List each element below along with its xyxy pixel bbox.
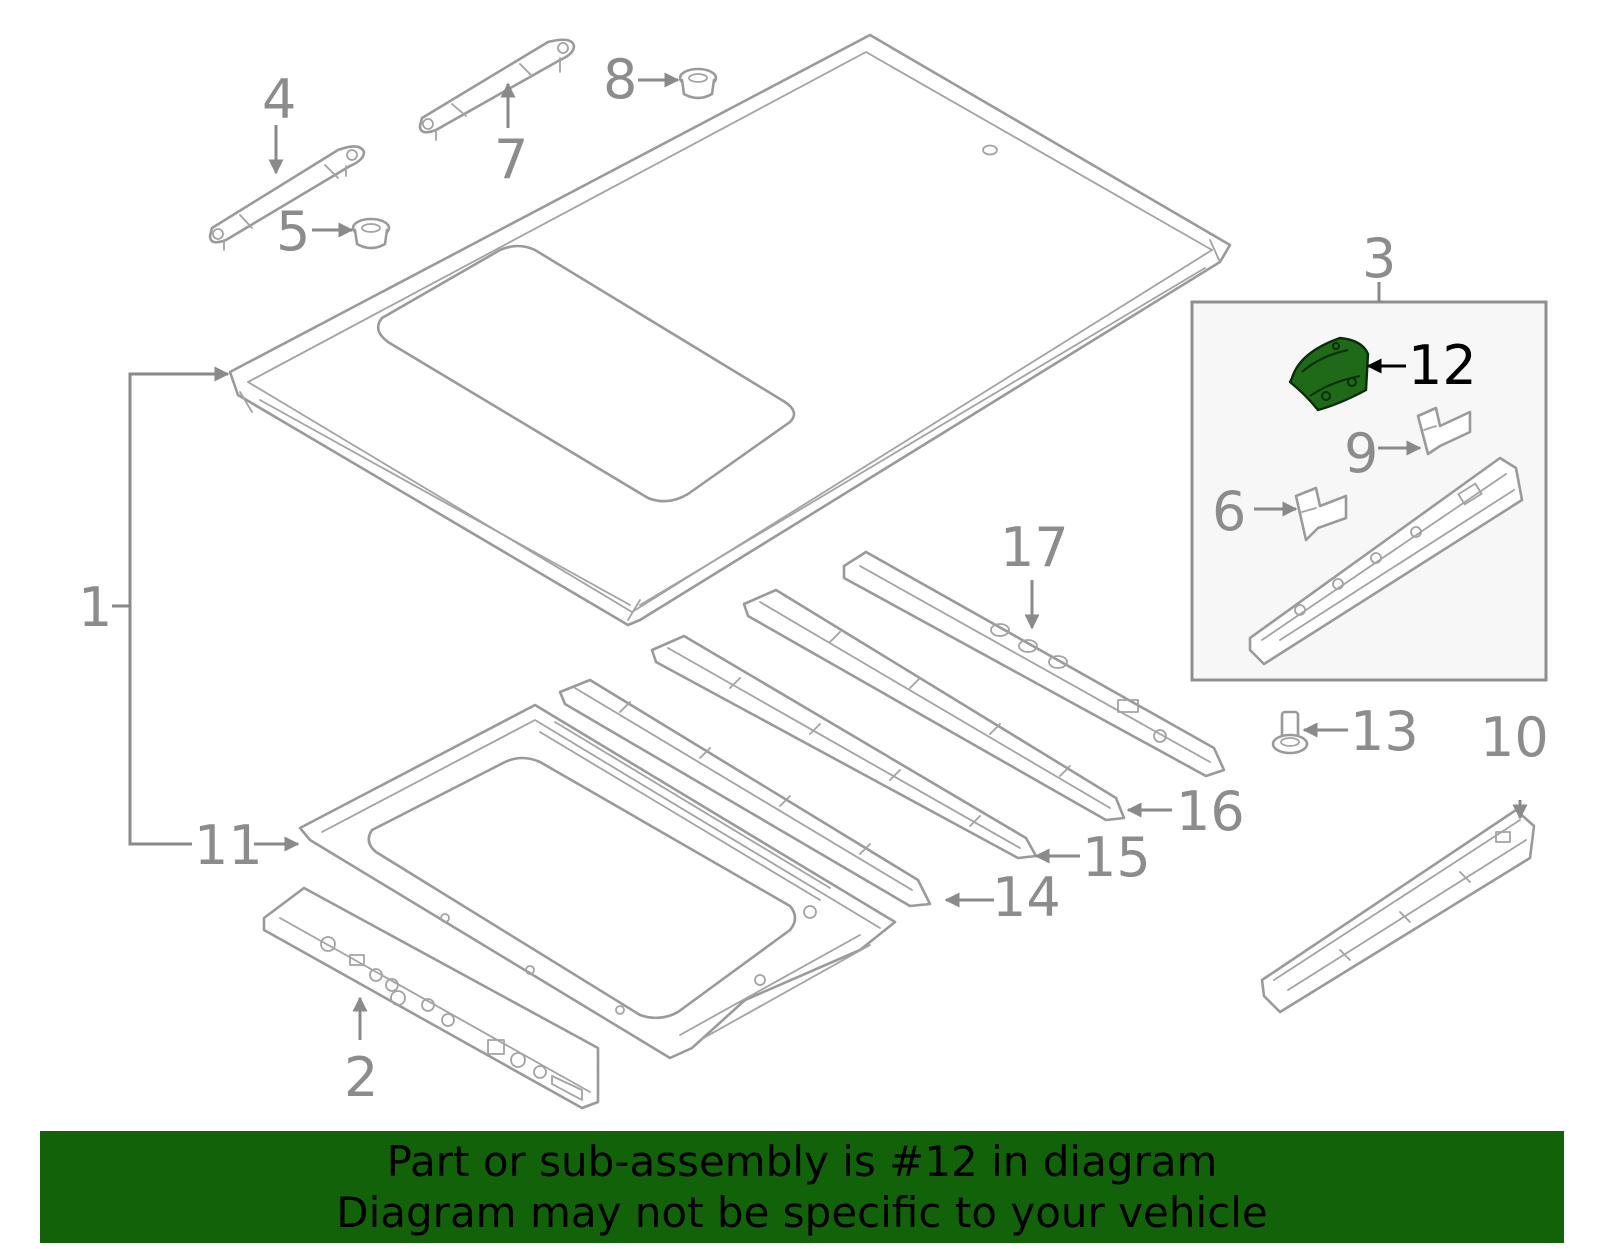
bracket-6 — [1294, 486, 1348, 542]
callout-8: 8 — [603, 48, 637, 111]
info-banner: Part or sub-assembly is #12 in diagram D… — [40, 1131, 1564, 1243]
callout-7: 7 — [494, 128, 528, 191]
callout-15: 15 — [1082, 826, 1151, 889]
callout-9: 9 — [1344, 422, 1378, 485]
roof-panel — [228, 33, 1232, 627]
roof-bow-14 — [558, 678, 932, 908]
bolt-13 — [1271, 710, 1309, 755]
callout-12: 12 — [1408, 334, 1477, 397]
callout-14: 14 — [992, 866, 1061, 929]
roof-bow-15 — [650, 634, 1038, 860]
grommet-8 — [678, 67, 718, 100]
roof-frame-11 — [298, 703, 897, 1060]
callout-1: 1 — [78, 576, 112, 639]
callout-labels: 1 2 3 4 5 6 7 8 9 10 11 12 13 14 15 16 1… — [78, 48, 1549, 1109]
side-rail-inner — [1248, 456, 1524, 666]
roof-bow-16 — [742, 588, 1126, 822]
callout-leaders — [254, 72, 1528, 1040]
front-rail-2 — [262, 886, 600, 1110]
callout-5: 5 — [276, 200, 310, 263]
callout-16: 16 — [1176, 780, 1245, 843]
banner-line-2: Diagram may not be specific to your vehi… — [336, 1188, 1268, 1237]
callout-17: 17 — [1000, 516, 1069, 579]
grommet-5 — [351, 217, 391, 250]
roof-bracket-4 — [208, 145, 366, 251]
roof-bracket-7 — [418, 38, 576, 141]
rear-rail-17 — [842, 550, 1226, 778]
callout-13: 13 — [1350, 700, 1419, 763]
callout-6: 6 — [1212, 480, 1246, 543]
callout-3: 3 — [1362, 227, 1396, 290]
callout-10: 10 — [1480, 706, 1549, 769]
side-rail-10 — [1260, 808, 1536, 1014]
callout-2: 2 — [344, 1046, 378, 1109]
bracket-9 — [1416, 406, 1472, 456]
callout-4: 4 — [262, 68, 296, 131]
banner-line-1: Part or sub-assembly is #12 in diagram — [386, 1137, 1218, 1186]
callout-11: 11 — [194, 814, 263, 877]
callout-1-bracket — [112, 366, 230, 846]
